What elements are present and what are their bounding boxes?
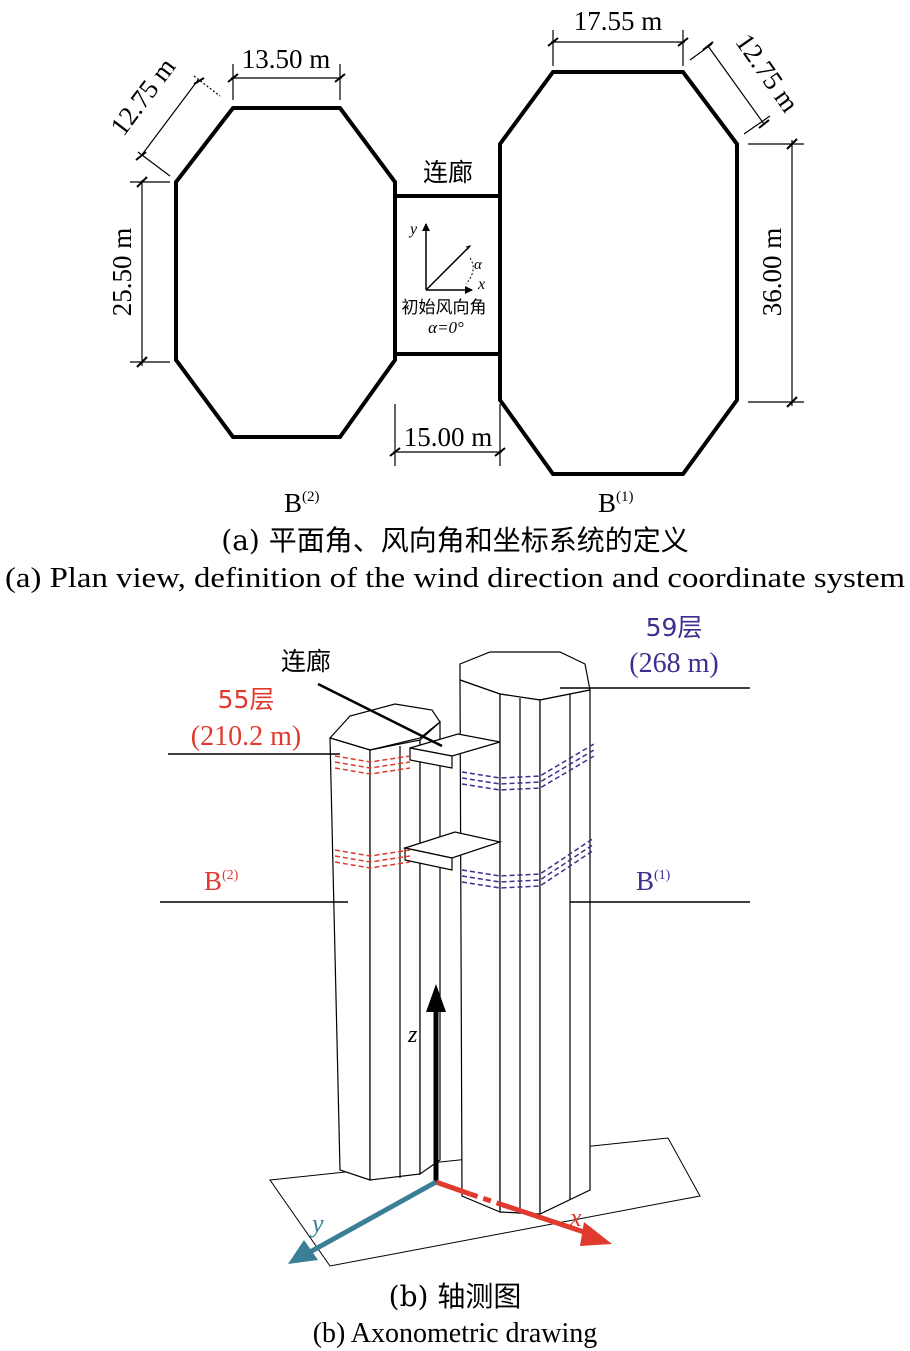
dim-b1-top-width xyxy=(547,30,689,66)
b2-floors-label: 55层 xyxy=(218,685,275,714)
axo-z-label: z xyxy=(407,1022,418,1048)
b1-height-label: (268 m) xyxy=(629,648,718,679)
plan-axis-x-label: x xyxy=(477,276,485,293)
skybridge-upper xyxy=(409,733,501,769)
plan-building-b1-outline xyxy=(498,70,739,476)
dim-b1-chamfer-label: 12.75 m xyxy=(730,28,805,118)
plan-building-b2-outline xyxy=(174,106,397,439)
b2-floor-markers xyxy=(334,755,411,869)
plan-view: 13.50 m 12.75 m 25.50 m 17.55 m xyxy=(5,6,905,594)
dim-corridor-width-label: 15.00 m xyxy=(404,422,493,452)
b1-floor-markers xyxy=(461,743,595,889)
plan-axis-y-label: y xyxy=(408,221,418,238)
plan-initial-angle-label: 初始风向角 xyxy=(402,298,487,318)
axo-y-axis xyxy=(288,1179,438,1264)
plan-caption-cn: (a) 平面角、风向角和坐标系统的定义 xyxy=(221,524,688,557)
axo-y-label: y xyxy=(309,1209,324,1238)
leader-lines xyxy=(160,682,750,903)
tower-b1 xyxy=(459,651,591,1215)
tower-b2 xyxy=(328,703,441,1181)
dim-b1-top-width-label: 17.55 m xyxy=(574,6,663,36)
plan-coordinate-axes xyxy=(422,223,474,294)
b2-height-label: (210.2 m) xyxy=(191,721,301,752)
dim-b2-chamfer xyxy=(135,75,221,177)
axo-caption-cn: (b) 轴测图 xyxy=(389,1280,522,1313)
dim-b2-height-label: 25.50 m xyxy=(107,228,137,317)
skybridge-lower xyxy=(402,831,503,871)
plan-corridor-label: 连廊 xyxy=(423,158,473,187)
dim-b2-top-width-label: 13.50 m xyxy=(242,44,331,74)
axo-caption-en: (b) Axonometric drawing xyxy=(313,1318,598,1349)
axo-corridor-label: 连廊 xyxy=(281,647,331,676)
dim-b2-top-width xyxy=(227,64,346,100)
dim-b1-height xyxy=(748,138,804,408)
axonometric-view: 连廊 59层 (268 m) 55层 (210.2 m) B(2) B(1) z… xyxy=(160,613,750,1349)
axo-x-axis xyxy=(435,1179,612,1246)
plan-building-b1-label: B(1) xyxy=(598,488,634,518)
plan-building-b2-label: B(2) xyxy=(284,488,320,518)
plan-caption-en: (a) Plan view, definition of the wind di… xyxy=(5,563,905,594)
axo-b1-label: B(1) xyxy=(636,866,671,896)
b1-floors-label: 59层 xyxy=(646,613,703,642)
plan-corridor xyxy=(393,194,502,356)
dim-b1-chamfer xyxy=(689,41,771,135)
dim-b2-height xyxy=(130,176,170,368)
plan-angle-symbol: α xyxy=(474,257,483,273)
dim-corridor-width xyxy=(389,404,506,466)
axo-b2-label: B(2) xyxy=(204,866,239,896)
dim-b1-height-label: 36.00 m xyxy=(757,228,787,317)
dim-b2-chamfer-label: 12.75 m xyxy=(104,52,181,141)
axo-z-axis xyxy=(426,984,446,1182)
plan-initial-angle-value: α=0° xyxy=(428,318,464,337)
axo-x-label: x xyxy=(569,1203,582,1232)
